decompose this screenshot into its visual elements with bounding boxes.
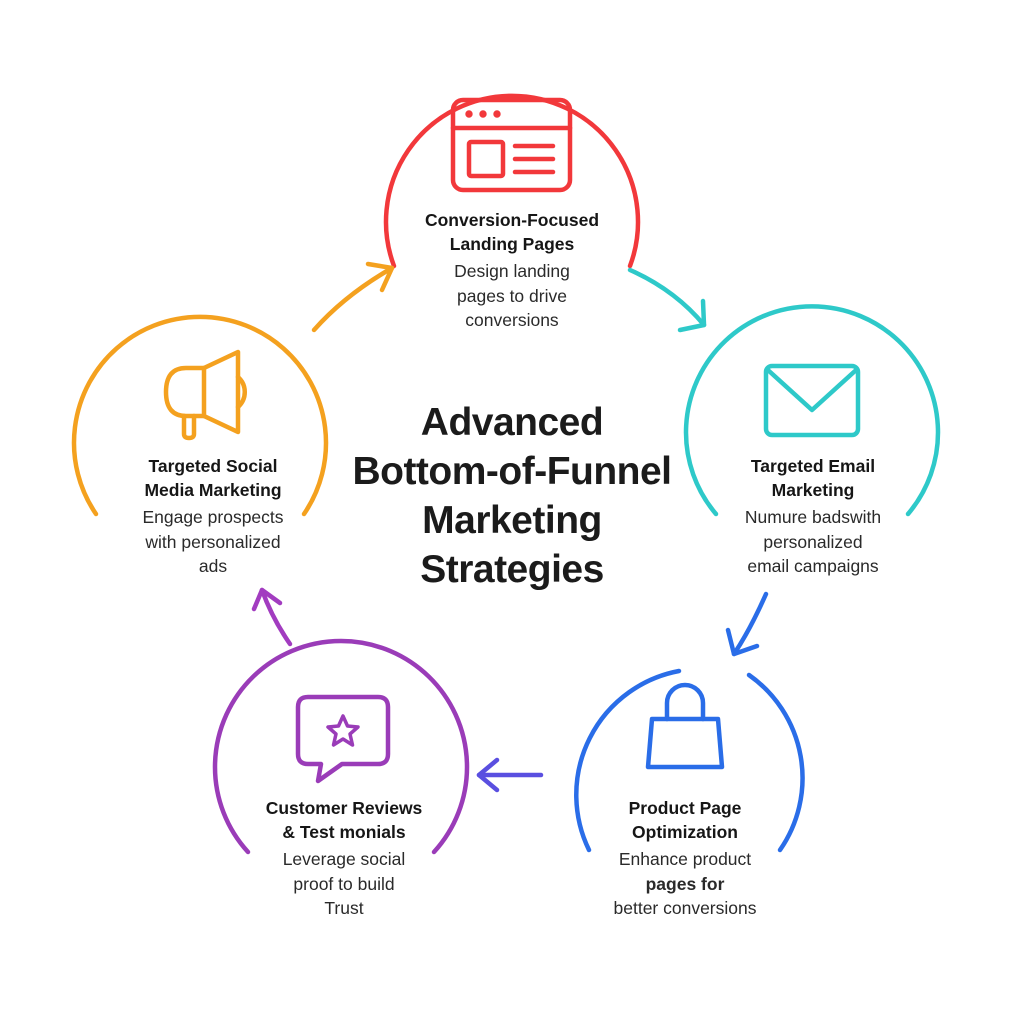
node-desc-line: ads (198, 556, 228, 576)
node-text-product: Product Page Optimization Enhance produc… (562, 796, 808, 921)
node-desc-line: Trust (324, 898, 364, 918)
arrow-email-to-product (725, 591, 769, 657)
node-title-line: Optimization (632, 822, 738, 842)
node-product (574, 668, 805, 853)
envelope-icon (763, 363, 861, 438)
title-line: Bottom-of-Funnel (352, 450, 672, 493)
node-ring-landing (383, 93, 641, 269)
node-desc-line: better conversions (613, 898, 757, 918)
node-reviews (212, 638, 470, 855)
node-text-landing: Conversion-Focused Landing Pages Design … (382, 208, 642, 333)
node-title: Targeted Email Marketing (700, 454, 926, 502)
node-description: Design landing pages to drive conversion… (382, 259, 642, 333)
star-speech-bubble-icon (295, 694, 391, 784)
node-description: Numure badswith personalized email campa… (700, 505, 926, 579)
node-ring-email (683, 304, 941, 517)
node-title-line: Targeted Social (148, 456, 278, 476)
title-line: Advanced (420, 401, 604, 444)
node-title-line: Media Marketing (144, 480, 282, 500)
node-title: Conversion-Focused Landing Pages (382, 208, 642, 256)
browser-window-icon (450, 97, 573, 193)
node-title: Product Page Optimization (562, 796, 808, 844)
node-title-line: Targeted Email (750, 456, 876, 476)
node-title-line: Marketing (771, 480, 855, 500)
node-description: Leverage social proof to build Trust (222, 847, 466, 921)
title-line: Marketing (422, 499, 602, 542)
arrow-product-to-reviews (476, 757, 544, 793)
node-desc-line: Numure badswith (744, 507, 882, 527)
node-social (71, 314, 329, 517)
node-desc-line: Design landing (454, 261, 570, 281)
node-desc-line: proof to build (293, 873, 395, 894)
node-title-line: Conversion-Focused (424, 210, 600, 230)
node-description: Enhance product pages for better convers… (562, 847, 808, 921)
node-ring-product (574, 668, 682, 853)
node-desc-line: personalized (763, 531, 863, 552)
node-text-social: Targeted Social Media Marketing Engage p… (100, 454, 326, 579)
node-title-line: Landing Pages (449, 234, 575, 254)
node-desc-line: with personalized (145, 531, 281, 552)
node-text-reviews: Customer Reviews & Test monials Leverage… (222, 796, 466, 921)
node-desc-line: Engage prospects (142, 507, 284, 527)
arrow-social-to-landing (311, 261, 395, 333)
node-title: Customer Reviews & Test monials (222, 796, 466, 844)
title-line: Strategies (420, 548, 604, 591)
node-title: Targeted Social Media Marketing (100, 454, 326, 502)
node-email (683, 304, 941, 517)
node-text-email: Targeted Email Marketing Numure badswith… (700, 454, 926, 579)
node-desc-line: pages to drive (457, 285, 567, 306)
shopping-bag-icon (645, 682, 725, 770)
node-title-line: & Test monials (282, 822, 406, 842)
node-ring-product-right (746, 672, 805, 853)
arrow-landing-to-email (627, 267, 707, 333)
node-ring-reviews (212, 638, 470, 855)
node-landing (383, 93, 641, 269)
node-ring-social (71, 314, 329, 517)
node-title-line: Customer Reviews (265, 798, 423, 818)
diagram-title: Advanced Bottom-of-Funnel Marketing Stra… (312, 398, 712, 594)
node-desc-line: pages for (645, 873, 725, 894)
node-description: Engage prospects with personalized ads (100, 505, 326, 579)
node-desc-line: Enhance product (618, 849, 752, 869)
arrow-reviews-to-social (251, 587, 293, 647)
node-desc-line: conversions (465, 310, 559, 330)
megaphone-icon (163, 349, 248, 441)
node-desc-line: Leverage social (282, 849, 406, 869)
node-title-line: Product Page (628, 798, 742, 818)
node-desc-line: email campaigns (747, 556, 879, 576)
